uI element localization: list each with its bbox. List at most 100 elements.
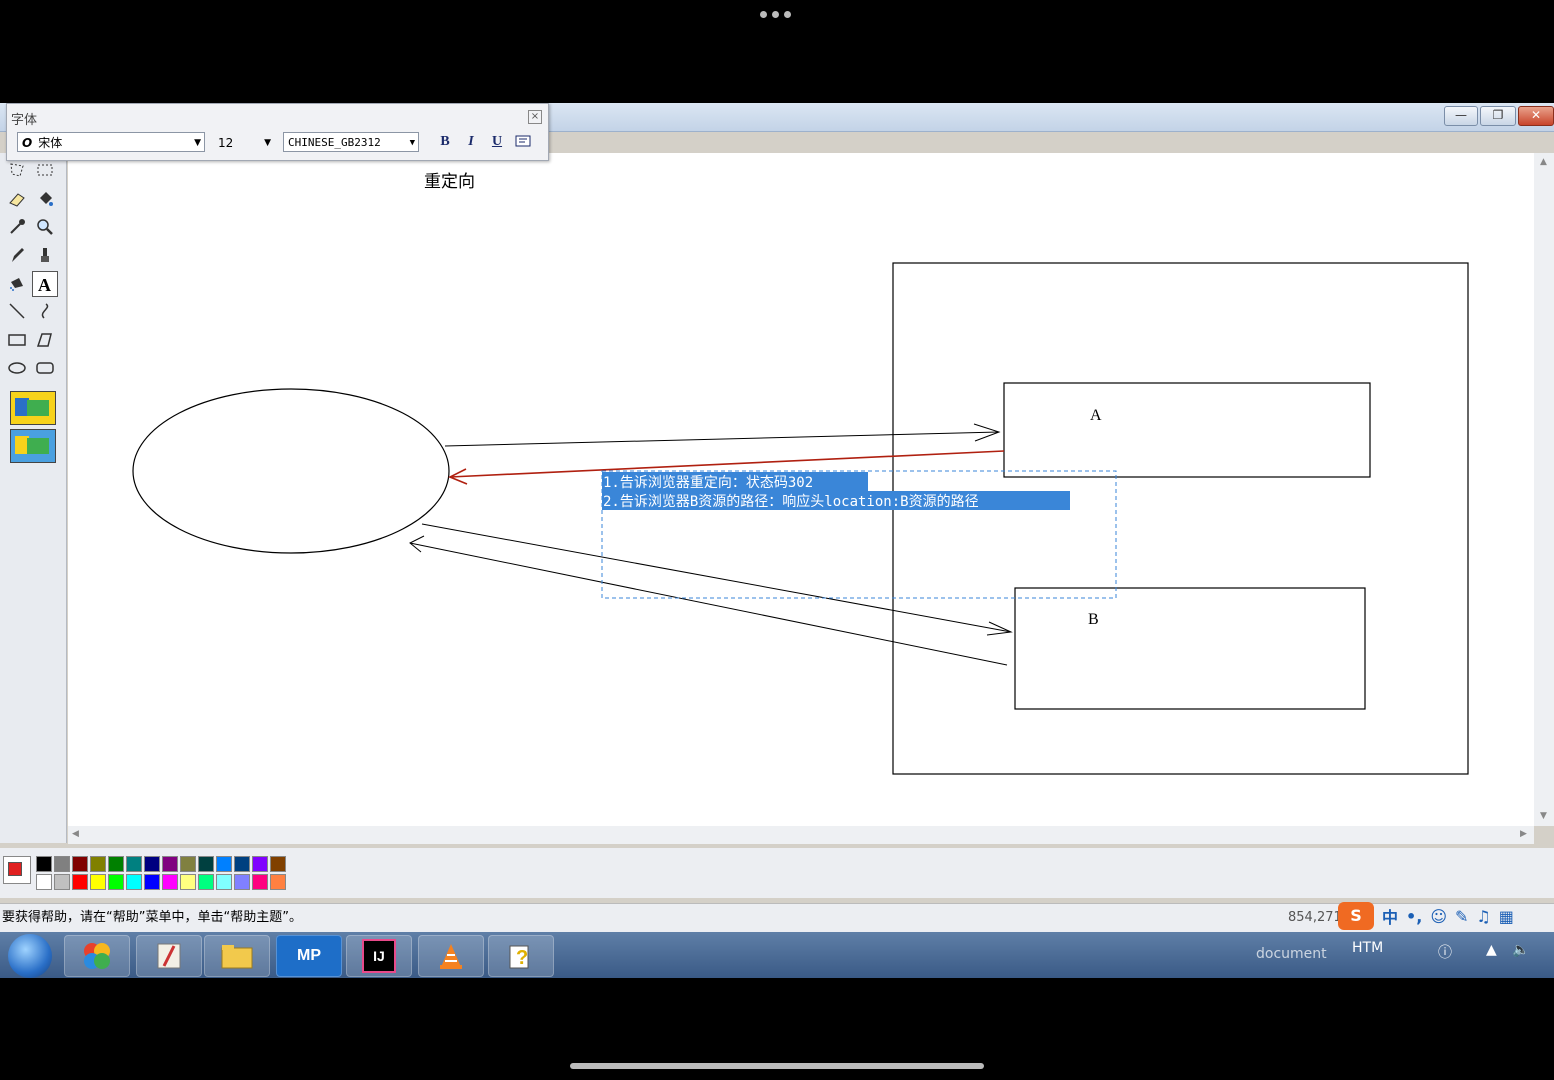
text-tool[interactable]: A: [32, 271, 58, 297]
palette-color-swatch[interactable]: [234, 874, 250, 890]
font-toolbar-title: 字体: [11, 113, 38, 128]
taskbar-app-intellij[interactable]: IJ: [346, 935, 412, 977]
charset-select[interactable]: CHINESE_GB2312 ▼: [283, 132, 419, 152]
chevron-down-icon: ▼: [409, 138, 415, 148]
bold-button[interactable]: B: [440, 134, 450, 149]
palette-color-swatch[interactable]: [36, 874, 52, 890]
palette-color-swatch[interactable]: [270, 856, 286, 872]
palette-color-swatch[interactable]: [216, 856, 232, 872]
polygon-tool[interactable]: [33, 328, 57, 352]
palette-color-swatch[interactable]: [270, 874, 286, 890]
home-indicator: [570, 1063, 984, 1069]
palette-color-swatch[interactable]: [234, 856, 250, 872]
grid-icon[interactable]: ▦: [1498, 906, 1514, 926]
pencil-tool[interactable]: [5, 243, 29, 267]
palette-color-swatch[interactable]: [90, 856, 106, 872]
taskbar-app-help[interactable]: ?: [488, 935, 554, 977]
start-button[interactable]: [8, 934, 52, 978]
font-toolbar-close-icon[interactable]: ×: [528, 110, 542, 124]
sogou-icon[interactable]: S: [1338, 902, 1374, 930]
volume-icon[interactable]: 🔈: [1512, 942, 1530, 958]
close-button[interactable]: ✕: [1518, 106, 1554, 126]
ime-mode-label[interactable]: 中: [1382, 908, 1399, 927]
scroll-up-icon[interactable]: ▲: [1540, 157, 1547, 167]
palette-color-swatch[interactable]: [90, 874, 106, 890]
taskbar-app-mp[interactable]: MP: [276, 935, 342, 977]
current-colors[interactable]: [3, 856, 31, 884]
palette-color-swatch[interactable]: [126, 856, 142, 872]
free-select-tool[interactable]: [5, 158, 29, 182]
palette-color-swatch[interactable]: [108, 856, 124, 872]
rounded-rect-tool[interactable]: [33, 356, 57, 380]
more-options-dots[interactable]: [760, 11, 794, 21]
palette-color-swatch[interactable]: [126, 874, 142, 890]
restore-button[interactable]: ❐: [1480, 106, 1516, 126]
airbrush-tool[interactable]: [5, 271, 29, 295]
palette-color-swatch[interactable]: [252, 856, 268, 872]
transparent-option[interactable]: [10, 391, 56, 425]
opaque-background-icon: [15, 398, 49, 416]
palette-color-swatch[interactable]: [144, 874, 160, 890]
opaque-option[interactable]: [10, 429, 56, 463]
palette-color-swatch[interactable]: [108, 874, 124, 890]
mic-icon[interactable]: ♫: [1476, 906, 1491, 926]
italic-button[interactable]: I: [468, 134, 474, 149]
taskbar-app-vlc[interactable]: [418, 935, 484, 977]
palette-color-swatch[interactable]: [216, 874, 232, 890]
palette-color-swatch[interactable]: [54, 856, 70, 872]
palette-color-swatch[interactable]: [162, 874, 178, 890]
eraser-tool[interactable]: [5, 187, 29, 211]
horizontal-scrollbar[interactable]: ◀ ▶: [68, 826, 1534, 844]
palette-color-swatch[interactable]: [198, 874, 214, 890]
vertical-text-button[interactable]: [513, 132, 533, 152]
fill-tool[interactable]: [33, 187, 57, 211]
emoji-icon[interactable]: ☺: [1430, 906, 1448, 926]
chevron-down-icon: ▼: [264, 138, 271, 148]
palette-color-swatch[interactable]: [198, 856, 214, 872]
palette-color-swatch[interactable]: [72, 874, 88, 890]
drawing-canvas[interactable]: 重定向 A B: [68, 153, 1534, 826]
diagram: 重定向 A B: [132, 172, 1469, 775]
rect-select-icon: [37, 164, 53, 176]
palette-color-swatch[interactable]: [72, 856, 88, 872]
scroll-right-icon[interactable]: ▶: [1520, 829, 1527, 839]
ellipse-tool[interactable]: [5, 356, 29, 380]
tray-expand-icon[interactable]: ▲: [1486, 942, 1497, 958]
palette-color-swatch[interactable]: [162, 856, 178, 872]
taskbar-app-paint[interactable]: [136, 935, 202, 977]
underline-button[interactable]: U: [491, 134, 503, 149]
rectangle-tool[interactable]: [5, 328, 29, 352]
svg-text:?: ?: [516, 947, 528, 969]
scroll-left-icon[interactable]: ◀: [72, 829, 79, 839]
palette-color-swatch[interactable]: [252, 874, 268, 890]
punctuation-icon[interactable]: •,: [1406, 906, 1423, 926]
color-picker-tool[interactable]: [5, 215, 29, 239]
scroll-down-icon[interactable]: ▼: [1540, 811, 1547, 821]
vertical-text-icon: [515, 135, 531, 147]
pen-icon[interactable]: ✎: [1455, 906, 1469, 926]
brush-tool[interactable]: [33, 243, 57, 267]
palette-color-swatch[interactable]: [144, 856, 160, 872]
curve-tool[interactable]: [33, 299, 57, 323]
tray-help-icon[interactable]: ⓘ: [1438, 945, 1452, 961]
primary-color-swatch: [8, 862, 22, 876]
taskbar-app-explorer[interactable]: [204, 935, 270, 977]
palette-color-swatch[interactable]: [36, 856, 52, 872]
magnifier-tool[interactable]: [33, 215, 57, 239]
rect-select-tool[interactable]: [33, 158, 57, 182]
magnifier-icon: [37, 219, 53, 235]
line-tool[interactable]: [5, 299, 29, 323]
palette-color-swatch[interactable]: [54, 874, 70, 890]
ellipse-icon: [8, 362, 26, 374]
arrow-request-b: [421, 523, 1013, 636]
ime-toolbar: S 中 •, ☺ ✎ ♫ ▦: [1338, 901, 1514, 931]
taskbar-app-pinwheel[interactable]: [64, 935, 130, 977]
palette-color-swatch[interactable]: [180, 856, 196, 872]
vertical-scrollbar[interactable]: ▲ ▼: [1534, 153, 1554, 826]
curve-icon: [41, 303, 49, 319]
palette-color-swatch[interactable]: [180, 874, 196, 890]
font-size-select[interactable]: 12 ▼: [213, 132, 275, 152]
text-selection-box[interactable]: [601, 470, 1117, 599]
minimize-button[interactable]: —: [1444, 106, 1478, 126]
